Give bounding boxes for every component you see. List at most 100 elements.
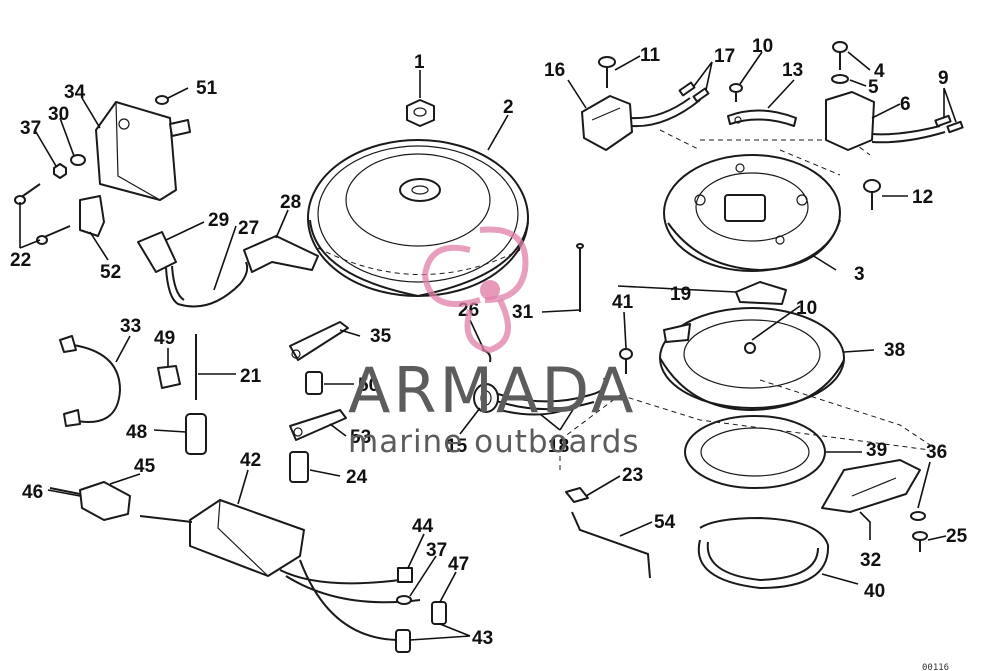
label-1: 1 [414,52,425,73]
label-11: 11 [640,45,661,66]
label-28: 28 [280,192,301,213]
label-21: 21 [240,366,262,387]
screw-4 [831,41,849,84]
label-23: 23 [622,465,643,486]
label-22: 22 [10,250,31,271]
label-16: 16 [544,60,565,81]
spring-ring-40 [697,516,830,590]
screw-41 [619,348,633,374]
boots-47-43 [395,601,447,653]
spark-plug-lead [137,231,319,308]
armature-plate [663,154,841,272]
nut-37-bottom [396,595,412,605]
label-48: 48 [126,422,147,443]
label-10-top: 10 [752,36,773,57]
label-36: 36 [926,442,947,463]
label-27: 27 [238,218,259,239]
label-6: 6 [900,94,911,115]
label-52: 52 [100,262,121,283]
label-37-left: 37 [20,118,41,139]
ignition-coil-34 [95,101,191,201]
propeller-logo-icon [421,226,529,354]
label-19: 19 [670,284,691,305]
watermark-brand: ARMADA [348,354,636,427]
label-42: 42 [240,450,261,471]
label-5: 5 [868,77,879,98]
label-25: 25 [946,526,968,547]
label-34: 34 [64,82,86,103]
washer-30 [70,154,86,166]
washer-51 [155,95,169,105]
label-2: 2 [503,97,514,118]
link-rod-54 [571,511,651,579]
screw-12 [863,179,881,210]
wire-harness-18 [485,377,607,416]
lever-53 [289,409,347,441]
label-43: 43 [472,628,493,649]
watermark-tagline: marine outboards [348,424,640,460]
support-plate-38 [659,307,845,412]
label-41: 41 [612,292,634,313]
screw-31 [576,243,584,312]
label-12: 12 [912,187,933,208]
label-54: 54 [654,512,676,533]
throttle-cam-32 [821,459,921,513]
label-50: 50 [358,375,379,396]
label-35: 35 [370,326,392,347]
label-38: 38 [884,340,905,361]
clip-23 [565,487,589,503]
label-31: 31 [512,302,534,323]
label-39: 39 [866,440,887,461]
spacer-24 [289,451,309,483]
nut-37-left [53,163,67,179]
label-49: 49 [154,328,175,349]
label-18: 18 [548,436,569,457]
label-24: 24 [346,467,368,488]
wire-terminals-9 [934,114,964,134]
part-number-labels: 1 2 3 4 5 6 9 10 10 11 12 13 15 16 17 18… [10,36,968,649]
watermark: ARMADA marine outboards [348,226,640,460]
bracket-19 [735,281,787,305]
label-33: 33 [120,316,141,337]
label-53: 53 [350,427,371,448]
bracket-52 [79,195,105,237]
sensor-coil-6 [825,91,946,151]
label-45: 45 [134,456,156,477]
power-pack-42 [139,499,421,641]
retainer-13 [727,109,797,127]
flywheel [307,139,529,298]
label-9: 9 [938,68,949,89]
label-10-mid: 10 [796,298,817,319]
label-13: 13 [782,60,803,81]
screws-22 [14,183,71,245]
timer-base-sensor [581,95,701,151]
clamp-49 [157,365,181,389]
washer-36 [910,511,926,521]
label-4: 4 [874,61,885,82]
terminal-44 [397,567,413,583]
label-30: 30 [48,104,69,125]
connector-45-46 [49,481,131,521]
retainer-ring-39 [684,415,826,489]
label-44: 44 [412,516,434,537]
label-37-bottom: 37 [426,540,447,561]
label-51: 51 [196,78,218,99]
label-29: 29 [208,210,229,231]
screw-10-top [729,83,743,102]
screw-11 [598,56,616,88]
label-15: 15 [446,436,468,457]
spacer-48 [185,413,207,455]
fitting-50 [305,371,323,395]
label-47: 47 [448,554,469,575]
grommet-15 [473,383,499,413]
screw-25 [912,531,928,552]
label-32: 32 [860,550,881,571]
label-3: 3 [854,264,865,285]
label-17: 17 [714,46,735,67]
flywheel-nut [406,99,435,127]
drawing-code: 00116 [922,663,949,671]
ground-strap-33 [59,335,122,427]
lever-35 [289,321,349,361]
